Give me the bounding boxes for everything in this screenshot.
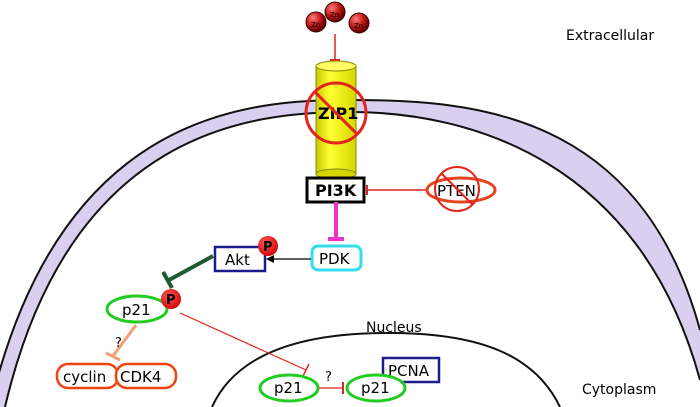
akt-phospho-label: P [263,240,273,255]
extracellular-label: Extracellular [566,28,654,44]
akt-node: Akt P [213,236,278,273]
cyclin-link-unknown: ? [115,336,122,351]
pcna-label: PCNA [388,362,430,380]
p21-nucleus-right-label: p21 [361,379,390,397]
p21-nucleus-left-node: p21 [258,373,320,403]
akt-label: Akt [225,251,250,269]
zinc-ions: Zn Zn Zn [305,1,370,34]
zip1-prohibited-icon [304,81,368,145]
akt-phospho-badge: P [258,236,278,256]
nuclear-p21-inhibition: ? [319,370,344,394]
pten-node: PTEN [425,166,497,212]
pdk-label: PDK [319,250,351,268]
zinc-ion-label: Zn [330,11,339,19]
zinc-ion-label: Zn [354,22,363,30]
akt-to-p21-inhibition [161,254,214,289]
p21-phospho-label: P [166,293,176,308]
p21-cytoplasm-node: p21 P [105,289,181,324]
pcna-node: PCNA [381,356,441,384]
cyclin-cdk4-complex: cyclin CDK4 [55,362,178,390]
pdk-node: PDK [310,244,363,272]
p21-to-nuclear-inhibition [179,312,310,377]
pi3k-label: PI3K [315,181,357,200]
p21-nucleus-left-label: p21 [274,379,303,397]
pdk-to-akt-arrow [266,255,311,263]
pi3k-to-pdk-link [328,202,344,241]
nucleus-membrane [211,331,561,407]
cyclin-label: cyclin [63,368,106,386]
p21-to-cyclin-cdk4-inhibition: ? [105,324,138,362]
p21-cytoplasm-label: p21 [122,301,151,319]
zinc-ion: Zn [305,11,327,33]
cdk4-label: CDK4 [120,368,161,386]
zinc-to-zip1-inhibition [330,34,340,61]
pten-prohibited-icon [434,166,480,212]
zinc-ion: Zn [324,1,346,23]
zip1-transporter: ZIP1 [304,60,368,180]
nucleus-label: Nucleus [366,320,422,336]
cytoplasm-label: Cytoplasm [582,382,656,398]
pten-to-pi3k-inhibition [366,185,430,195]
pten-label: PTEN [437,182,476,200]
zinc-ion-label: Zn [311,21,320,29]
nuclear-link-unknown: ? [325,370,332,385]
pi3k-node: PI3K [305,176,366,204]
p21-phospho-badge: P [161,289,181,309]
zinc-ion: Zn [348,12,370,34]
p21-nucleus-right-node: p21 [345,373,407,403]
